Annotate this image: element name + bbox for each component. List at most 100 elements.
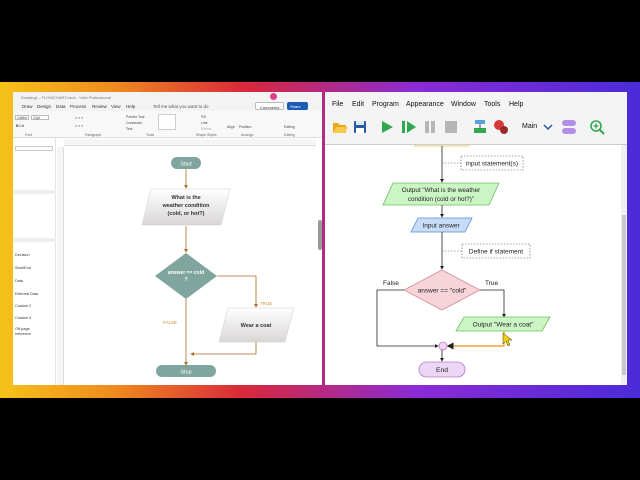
decision-diamond[interactable] bbox=[155, 253, 217, 299]
share-button[interactable]: Share bbox=[287, 102, 308, 110]
vertical-ruler bbox=[57, 147, 64, 385]
menu-tools[interactable]: Tools bbox=[484, 101, 501, 108]
input-answer-block[interactable] bbox=[410, 217, 473, 233]
align-icons[interactable]: ≡ ≡ ≡ bbox=[75, 116, 84, 120]
editing-button[interactable]: Editing bbox=[284, 125, 295, 129]
true-label: True bbox=[485, 280, 499, 287]
clear-breakpoints-icon[interactable] bbox=[493, 119, 509, 135]
shape-external-data[interactable]: External Data bbox=[15, 292, 39, 296]
menu-draw[interactable]: Draw bbox=[22, 104, 33, 109]
quick-styles-gallery[interactable] bbox=[158, 114, 176, 130]
comments-label: Comments bbox=[260, 105, 280, 110]
false-label: False bbox=[383, 280, 399, 287]
line-button[interactable]: Line bbox=[201, 121, 208, 125]
open-folder-icon[interactable] bbox=[332, 120, 348, 134]
shapes-panel: Decision Start/End Data External Data Cu… bbox=[13, 138, 56, 385]
menu-process[interactable]: Process bbox=[70, 104, 87, 109]
menu-window[interactable]: Window bbox=[451, 101, 476, 108]
output-question-block[interactable] bbox=[382, 182, 500, 206]
shapes-stencil-header[interactable] bbox=[13, 238, 56, 242]
menu-help[interactable]: Help bbox=[509, 101, 524, 108]
function-select[interactable]: Main bbox=[522, 123, 538, 130]
menu-file[interactable]: File bbox=[332, 101, 344, 108]
decision-line-1: answer == cold bbox=[168, 270, 204, 276]
chevron-down-icon[interactable] bbox=[543, 124, 553, 130]
end-terminator[interactable] bbox=[418, 361, 466, 378]
output-coat-label: Output "Wear a coat" bbox=[473, 322, 535, 329]
menu-program[interactable]: Program bbox=[372, 101, 399, 108]
menu-edit[interactable]: Edit bbox=[352, 101, 365, 108]
vertical-scrollbar[interactable] bbox=[318, 220, 322, 250]
comment-input-statements[interactable] bbox=[460, 155, 524, 171]
shapes-search-input[interactable] bbox=[15, 146, 53, 151]
flow-vertical-scrollbar[interactable] bbox=[621, 145, 627, 385]
stop-icon[interactable] bbox=[444, 120, 458, 134]
shape-custom-4[interactable]: Custom 4 bbox=[15, 316, 32, 320]
true-return-line bbox=[446, 331, 505, 350]
stop-terminator[interactable] bbox=[156, 365, 216, 377]
question-line-2: weather condition bbox=[161, 203, 210, 209]
output-question-line-2: condition (cold or hot?)" bbox=[408, 196, 474, 203]
shape-custom-2[interactable]: Custom 2 bbox=[15, 304, 32, 308]
shape-decision[interactable]: Decision bbox=[15, 253, 30, 257]
text-tool[interactable]: Text bbox=[126, 127, 133, 131]
shapes-stencil-header[interactable] bbox=[13, 190, 56, 194]
bold-icon[interactable]: B I U bbox=[16, 124, 24, 128]
effects-button[interactable]: Effects bbox=[201, 127, 212, 131]
output-coat-block[interactable] bbox=[455, 316, 551, 332]
position-button[interactable]: Position bbox=[239, 125, 252, 129]
fill-button[interactable]: Fill bbox=[201, 115, 206, 119]
group-paragraph: Paragraph bbox=[85, 133, 102, 137]
output-question-line-1: Output "What is the weather bbox=[402, 187, 481, 194]
paragraph-icons[interactable]: ≡ ≡ ≡ bbox=[75, 124, 84, 128]
flowgorithm-window: File Edit Program Appearance Window Tool… bbox=[325, 92, 627, 385]
menu-design[interactable]: Design bbox=[37, 104, 52, 109]
align-button[interactable]: Align bbox=[227, 125, 235, 129]
mouse-cursor-icon bbox=[502, 332, 513, 347]
decision-line-2: ? bbox=[184, 277, 187, 283]
save-disk-icon[interactable] bbox=[353, 120, 367, 134]
menu-review[interactable]: Review bbox=[92, 104, 107, 109]
false-branch-label: FALSE bbox=[163, 320, 177, 325]
comment-define-if[interactable] bbox=[461, 243, 531, 259]
previous-block[interactable] bbox=[414, 145, 470, 147]
pause-icon[interactable] bbox=[423, 120, 437, 134]
step-forward-icon[interactable] bbox=[401, 120, 417, 134]
manage-functions-icon[interactable] bbox=[561, 119, 577, 135]
connector-output-to-merge bbox=[190, 342, 257, 356]
zoom-in-icon[interactable] bbox=[589, 119, 605, 135]
start-terminator[interactable] bbox=[171, 157, 201, 169]
question-data-shape[interactable] bbox=[141, 188, 231, 226]
font-size-box[interactable] bbox=[31, 115, 49, 120]
start-label: Start bbox=[180, 162, 192, 168]
add-breakpoint-icon[interactable] bbox=[472, 119, 488, 135]
group-editing: Editing bbox=[284, 133, 295, 137]
comments-button[interactable]: Comments bbox=[255, 102, 284, 110]
pointer-tool[interactable]: Pointer Tool bbox=[126, 115, 145, 119]
run-play-icon[interactable] bbox=[380, 120, 394, 134]
false-branch-line bbox=[376, 289, 439, 348]
shape-data[interactable]: Data bbox=[15, 279, 24, 283]
shape-start-end[interactable]: Start/End bbox=[15, 266, 31, 270]
flow-menu-bar: File Edit Program Appearance Window Tool… bbox=[325, 92, 627, 110]
scrollbar-thumb[interactable] bbox=[622, 215, 626, 375]
tell-me-search[interactable]: Tell me what you want to do bbox=[153, 104, 209, 109]
visio-drawing-canvas: Start What is the weather condition (col… bbox=[141, 157, 295, 377]
visio-window: Drawing1 - FLOWCHART.vsdx - Visio Profes… bbox=[13, 92, 322, 385]
menu-help[interactable]: Help bbox=[126, 104, 136, 109]
shape-off-page-reference[interactable]: Off-page reference bbox=[15, 327, 32, 336]
menu-appearance[interactable]: Appearance bbox=[406, 101, 444, 108]
comment-define-label: Define if statement bbox=[469, 249, 523, 256]
output-data-shape[interactable] bbox=[218, 307, 295, 343]
visio-ribbon: Calibri 12pt. B I U ≡ ≡ ≡ ≡ ≡ ≡ Pointer … bbox=[13, 111, 322, 138]
true-branch-label: TRUE bbox=[260, 301, 272, 306]
connector-true-branch bbox=[217, 275, 258, 308]
menu-view[interactable]: View bbox=[111, 104, 121, 109]
menu-data[interactable]: Data bbox=[56, 104, 66, 109]
font-name-box[interactable] bbox=[15, 115, 29, 120]
user-avatar[interactable] bbox=[270, 93, 277, 100]
connector-tool[interactable]: Connector bbox=[126, 121, 143, 125]
merge-point[interactable] bbox=[438, 341, 448, 351]
decision-block[interactable] bbox=[403, 269, 481, 311]
end-label: End bbox=[436, 367, 448, 374]
